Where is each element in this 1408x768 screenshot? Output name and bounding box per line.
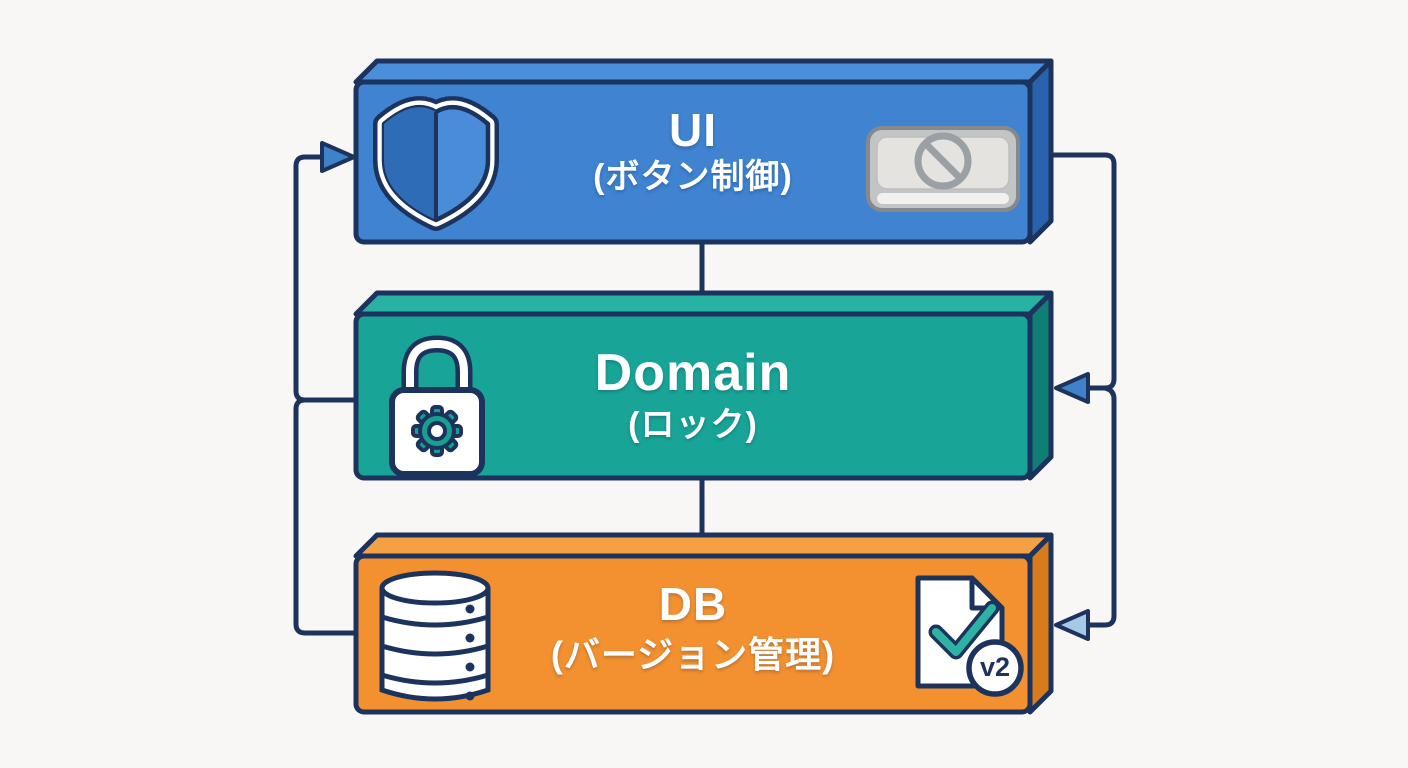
domain-front-face	[353, 311, 1033, 481]
domain-top-face	[353, 290, 1054, 317]
ui-front-face	[353, 79, 1033, 245]
ui-layer-box	[353, 58, 1054, 245]
disabled-button-icon	[866, 126, 1020, 212]
database-icon	[379, 570, 491, 702]
domain-layer-box	[353, 290, 1054, 481]
check-icon	[928, 600, 1000, 660]
arrowhead-into-ui	[320, 141, 356, 173]
domain-side-face	[1027, 290, 1054, 481]
connector-left-domain-to-ui	[293, 154, 359, 403]
arrowhead-into-domain	[1054, 372, 1090, 404]
gear-icon	[411, 405, 463, 457]
ui-side-face	[1027, 58, 1054, 245]
connector-right-ui-to-db	[1087, 385, 1117, 628]
db-layer-box	[353, 532, 1054, 715]
lock-gear-icon	[389, 335, 485, 477]
db-front-face	[353, 553, 1033, 715]
db-top-face	[353, 532, 1054, 559]
ui-top-face	[353, 58, 1054, 85]
db-side-face	[1027, 532, 1054, 715]
v2-badge-circle	[966, 639, 1024, 697]
shield-icon	[373, 96, 499, 231]
document-check-icon	[915, 575, 1024, 697]
prohibition-icon	[914, 132, 972, 190]
connector-left-domain-to-db	[293, 397, 359, 636]
connector-right-ui-to-domain	[1048, 152, 1117, 391]
arrowhead-into-db	[1054, 609, 1090, 641]
